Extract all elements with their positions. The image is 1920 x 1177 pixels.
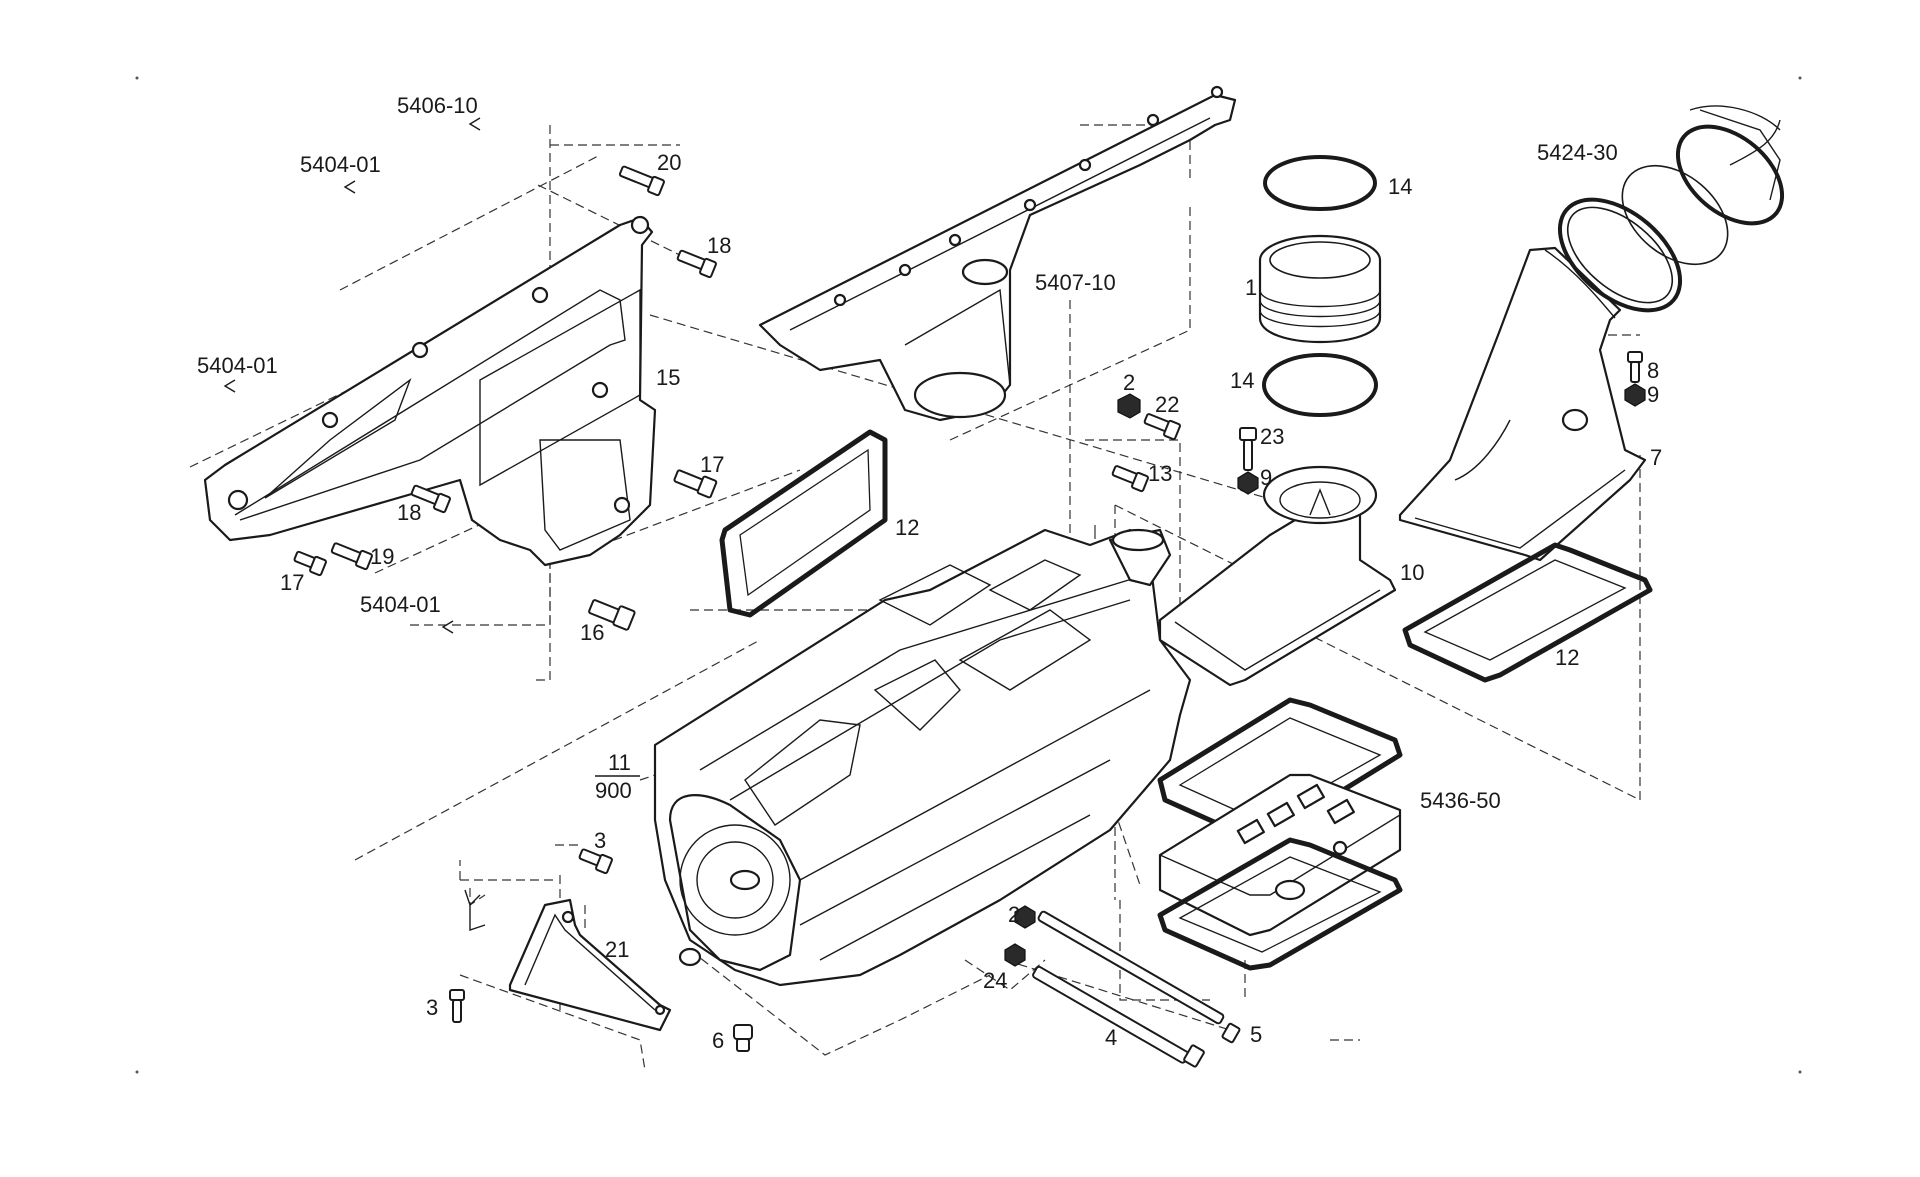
- callout-14-top: 14: [1388, 174, 1412, 199]
- ref-5404-01-left: 5404-01: [197, 353, 278, 378]
- ref-5404-01-top: 5404-01: [300, 152, 381, 177]
- bolt-13: [1111, 465, 1149, 493]
- callout-9-right: 9: [1647, 382, 1659, 407]
- callout-13: 13: [1148, 461, 1172, 486]
- callout-6: 6: [712, 1028, 724, 1053]
- nut-24: [1004, 943, 1026, 967]
- ref-5436-50: 5436-50: [1420, 788, 1501, 813]
- o-ring-14-bottom: [1262, 353, 1378, 417]
- callout-9-center: 9: [1260, 465, 1272, 490]
- o-ring-14-top: [1263, 155, 1377, 211]
- manifold-5407-10: [758, 85, 1237, 422]
- nut-9-right: [1624, 383, 1646, 407]
- bolt-23: [1239, 427, 1257, 471]
- gasket-12-right: [1402, 542, 1653, 683]
- callout-12-left: 12: [895, 515, 919, 540]
- bolt-3-lower: [449, 989, 465, 1023]
- support-foot-21: [469, 898, 672, 1032]
- bolt-19: [330, 542, 373, 571]
- callout-15: 15: [656, 365, 680, 390]
- callout-900: 900: [595, 778, 632, 803]
- callout-5: 5: [1250, 1022, 1262, 1047]
- clamp-5424-30: [1557, 105, 1785, 313]
- reference-arrows: [223, 117, 481, 907]
- bracket-15: [203, 215, 657, 567]
- callout-12-right: 12: [1555, 645, 1579, 670]
- labels: 5406-10 5404-01 5404-01 5404-01 5407-10 …: [197, 93, 1662, 1053]
- callout-10: 10: [1400, 560, 1424, 585]
- bolt-8: [1627, 351, 1643, 383]
- ref-5424-30: 5424-30: [1537, 140, 1618, 165]
- corner-mark-tl: [135, 76, 139, 80]
- elbow-duct-7: [1398, 246, 1647, 562]
- callout-7: 7: [1650, 445, 1662, 470]
- adapter-10: [1158, 465, 1397, 687]
- callout-2-upper: 2: [1123, 370, 1135, 395]
- bolt-16: [588, 599, 636, 631]
- nut-2-upper: [1117, 393, 1141, 419]
- rod-4: [1032, 965, 1205, 1068]
- nut-9-center: [1237, 471, 1259, 495]
- bolt-17-left: [293, 550, 327, 577]
- gasket-12-left: [719, 429, 888, 618]
- callout-20: 20: [657, 150, 681, 175]
- callout-23: 23: [1260, 424, 1284, 449]
- control-unit-5436-50: [1157, 697, 1403, 971]
- sleeve-1: [1258, 234, 1382, 344]
- callout-19: 19: [370, 544, 394, 569]
- callout-4: 4: [1105, 1025, 1117, 1050]
- callout-2-lower: 2: [1008, 902, 1020, 927]
- callout-24: 24: [983, 968, 1007, 993]
- fasteners: [293, 165, 1646, 1068]
- nut-2-lower: [1014, 905, 1036, 929]
- bolt-3-upper: [578, 848, 613, 875]
- callout-17-left: 17: [280, 570, 304, 595]
- bolt-18-upper: [676, 249, 717, 279]
- corner-mark-bl: [135, 1070, 139, 1074]
- callout-3-lower: 3: [426, 995, 438, 1020]
- callout-22: 22: [1155, 392, 1179, 417]
- callout-11: 11: [608, 750, 631, 775]
- bolt-17-right: [673, 469, 718, 499]
- callout-17-right: 17: [700, 452, 724, 477]
- ref-5406-10: 5406-10: [397, 93, 478, 118]
- callout-3-upper: 3: [594, 828, 606, 853]
- corner-mark-br: [1798, 1070, 1802, 1074]
- callout-16: 16: [580, 620, 604, 645]
- callout-1: 1: [1245, 275, 1257, 300]
- ref-5407-10: 5407-10: [1035, 270, 1116, 295]
- bolt-22: [1143, 413, 1181, 441]
- plug-6: [733, 1024, 753, 1052]
- main-housing-11: [653, 528, 1192, 987]
- corner-mark-tr: [1798, 76, 1802, 80]
- ref-5404-01-bottom: 5404-01: [360, 592, 441, 617]
- callout-18-upper: 18: [707, 233, 731, 258]
- callout-8: 8: [1647, 358, 1659, 383]
- callout-18-lower: 18: [397, 500, 421, 525]
- bolt-20: [618, 165, 665, 197]
- callout-21: 21: [605, 937, 629, 962]
- callout-14-bottom: 14: [1230, 368, 1254, 393]
- bolt-18-lower: [410, 484, 451, 514]
- rod-5: [1037, 910, 1241, 1044]
